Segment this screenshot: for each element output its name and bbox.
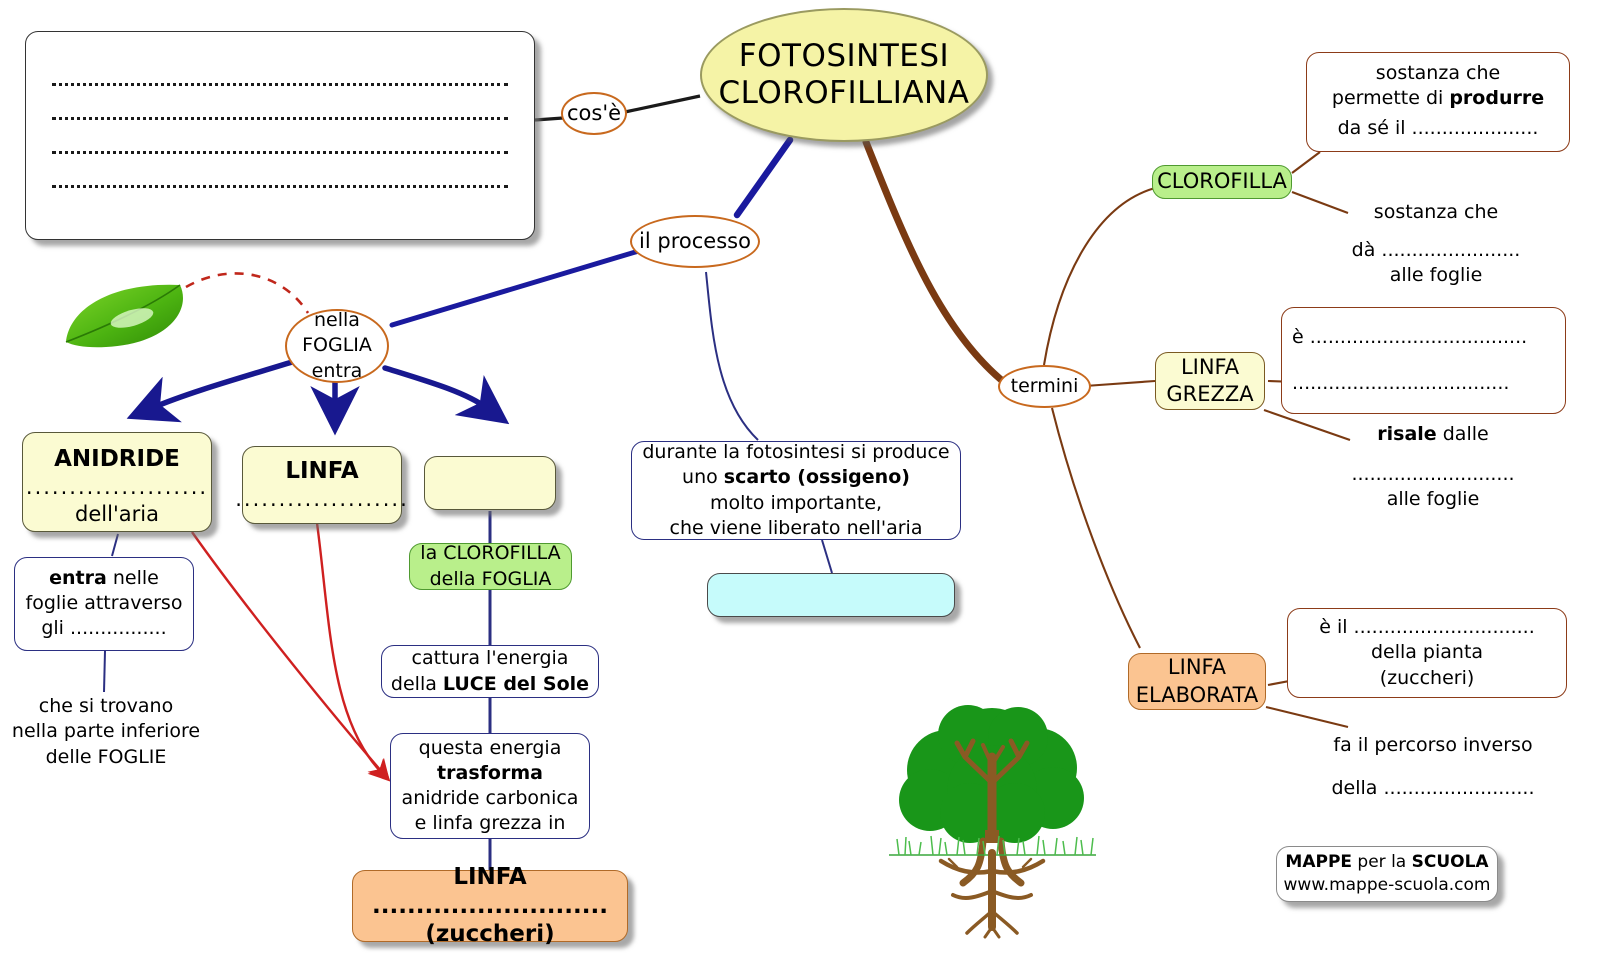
text-sotto-foglie: che si trovano nella parte inferiore del…: [6, 694, 206, 770]
footer-brand-scuola: SCUOLA: [1411, 852, 1489, 873]
node-linfa-grezza-definition[interactable]: è .................................... .…: [1281, 307, 1566, 414]
text-clorofilla-da-line1: sostanza che: [1373, 201, 1499, 223]
node-linfa-zuccheri-line1: LINFA ...........................: [372, 863, 608, 919]
link-label-termini-text: termini: [1010, 374, 1079, 397]
node-linfa-elaborata-def-line1: è il ..............................: [1319, 616, 1535, 639]
node-trasforma-line4: e linfa grezza in: [414, 812, 566, 835]
node-cattura-line1: cattura l'energia: [411, 647, 569, 670]
node-cattura-energia[interactable]: cattura l'energia della LUCE del Sole: [381, 645, 599, 698]
node-anidride[interactable]: ANIDRIDE ..................... dell'aria: [22, 432, 212, 532]
node-clorofilla-def-line1: sostanza che: [1375, 62, 1501, 84]
node-clorofilla-def-line3: da sé il .....................: [1337, 116, 1539, 139]
text-linfa-grezza-risale-line2: ...........................: [1351, 462, 1515, 485]
node-linfa-elaborata-definition[interactable]: è il .............................. dell…: [1287, 608, 1567, 698]
node-linfa-dots: ....................: [235, 486, 409, 511]
node-scarto-line2-pre: uno: [682, 466, 724, 489]
footer-brand-mappe: MAPPE: [1285, 852, 1353, 873]
node-cattura-line2-bold: LUCE del Sole: [442, 672, 590, 695]
node-linfa-elaborata-def-line3: (zuccheri): [1379, 666, 1475, 689]
leaf-illustration: [65, 284, 183, 348]
node-scarto-ossigeno[interactable]: durante la fotosintesi si produce uno sc…: [631, 441, 961, 540]
writing-line: [52, 185, 508, 188]
node-clorofilla-foglia[interactable]: la CLOROFILLA della FOGLIA: [409, 542, 572, 590]
node-linfa-zuccheri[interactable]: LINFA ........................... (zucch…: [352, 864, 628, 947]
node-scarto-line3: molto importante,: [709, 491, 883, 514]
tree-illustration: [889, 705, 1096, 939]
text-clorofilla-da: sostanza che dà ....................... …: [1307, 196, 1565, 292]
node-clorofilla-def-line2: permette di produrre: [1332, 86, 1544, 111]
node-linfa-grezza-def-line2: ....................................: [1292, 372, 1510, 395]
node-linfa-grezza[interactable]: LINFA GREZZA: [1155, 352, 1265, 410]
link-label-processo-text: il processo: [639, 228, 751, 253]
node-linfa-grezza-text: LINFA GREZZA: [1166, 354, 1254, 406]
definition-answer-box[interactable]: [25, 31, 535, 240]
link-label-processo[interactable]: il processo: [630, 215, 760, 268]
node-clorofilla-term[interactable]: CLOROFILLA: [1152, 165, 1292, 199]
text-clorofilla-da-line3: alle foglie: [1389, 263, 1483, 286]
node-cattura-line2-pre: della: [390, 672, 443, 695]
footer-brand-mid: per la: [1352, 852, 1412, 873]
node-trasforma[interactable]: questa energia trasforma anidride carbon…: [390, 733, 590, 839]
node-entra-foglie-rest: nelle: [106, 567, 159, 589]
node-entra-foglie-line3: gli ................: [41, 617, 167, 640]
node-entra-foglie-line1: entra nelle: [49, 566, 159, 591]
node-trasforma-line1: questa energia: [418, 736, 562, 759]
node-anidride-title: ANIDRIDE: [54, 446, 180, 472]
text-linfa-elaborata-inverso-line2: della .........................: [1331, 776, 1535, 799]
node-linfa-elaborata[interactable]: LINFA ELABORATA: [1128, 653, 1266, 710]
node-entra-foglie-line2: foglie attraverso: [25, 592, 183, 615]
text-linfa-grezza-risale-rest: dalle: [1436, 423, 1489, 445]
node-linfa[interactable]: LINFA ....................: [235, 446, 407, 524]
link-label-cose[interactable]: cos'è: [561, 92, 627, 135]
node-anidride-caption: dell'aria: [75, 502, 159, 527]
text-sotto-foglie-content: che si trovano nella parte inferiore del…: [11, 695, 201, 768]
node-nella-foglia-entra-text: nella FOGLIA entra: [302, 309, 372, 382]
node-trasforma-line2: trasforma: [437, 761, 543, 784]
node-entra-foglie[interactable]: entra nelle foglie attraverso gli ......…: [14, 557, 194, 651]
text-linfa-grezza-risale-line3: alle foglie: [1386, 487, 1480, 510]
text-linfa-elaborata-inverso-line1: fa il percorso inverso: [1333, 734, 1533, 756]
central-topic-line1: FOTOSINTESI: [738, 38, 950, 75]
writing-lines: [26, 32, 534, 239]
node-entra-foglie-bold: entra: [49, 567, 107, 589]
text-linfa-grezza-risale-bold: risale: [1377, 423, 1437, 445]
node-clorofilla-def-line2-pre: permette di: [1331, 87, 1450, 110]
node-linfa-title: LINFA: [285, 458, 359, 484]
node-scarto-line2-bold: scarto (ossigeno): [723, 466, 910, 489]
node-anidride-dots: .....................: [25, 474, 209, 499]
node-linfa-zuccheri-line2: (zuccheri): [425, 921, 555, 948]
link-label-cose-text: cos'è: [566, 100, 622, 125]
central-topic-node[interactable]: FOTOSINTESI CLOROFILLIANA: [700, 8, 988, 142]
node-linfa-grezza-def-line1: è ....................................: [1292, 325, 1528, 348]
writing-line: [52, 117, 508, 120]
footer-brand-box[interactable]: MAPPE per la SCUOLA www.mappe-scuola.com: [1276, 846, 1498, 902]
node-clorofilla-definition[interactable]: sostanza che permette di produrre da sé …: [1306, 52, 1570, 152]
link-label-termini[interactable]: termini: [998, 365, 1091, 408]
node-cattura-line2: della LUCE del Sole: [391, 672, 589, 697]
writing-line: [52, 83, 508, 86]
node-scarto-line2: uno scarto (ossigeno): [682, 465, 910, 490]
node-nella-foglia-entra[interactable]: nella FOGLIA entra: [285, 309, 389, 383]
footer-brand-url: www.mappe-scuola.com: [1283, 875, 1491, 895]
node-empty-yellow[interactable]: [424, 456, 556, 510]
answer-box-cyan[interactable]: [707, 573, 955, 617]
footer-brand-name: MAPPE per la SCUOLA: [1285, 851, 1488, 874]
text-linfa-grezza-risale-line1: risale dalle: [1377, 422, 1488, 447]
node-scarto-line1: durante la fotosintesi si produce: [642, 441, 950, 464]
node-clorofilla-term-text: CLOROFILLA: [1157, 169, 1287, 194]
central-topic-line2: CLOROFILLIANA: [718, 75, 970, 111]
writing-line: [52, 151, 508, 154]
text-clorofilla-da-line2: dà .......................: [1351, 238, 1521, 261]
node-clorofilla-def-line2-bold: produrre: [1449, 87, 1545, 110]
node-linfa-elaborata-def-line2: della pianta: [1370, 641, 1484, 664]
text-linfa-grezza-risale: risale dalle ...........................…: [1300, 418, 1566, 516]
node-trasforma-line3: anidride carbonica: [401, 787, 579, 809]
node-scarto-line4: che viene liberato nell'aria: [669, 516, 923, 539]
text-linfa-elaborata-inverso: fa il percorso inverso della ...........…: [1300, 727, 1566, 807]
node-clorofilla-foglia-text: la CLOROFILLA della FOGLIA: [420, 542, 561, 590]
node-linfa-elaborata-text: LINFA ELABORATA: [1135, 655, 1259, 707]
